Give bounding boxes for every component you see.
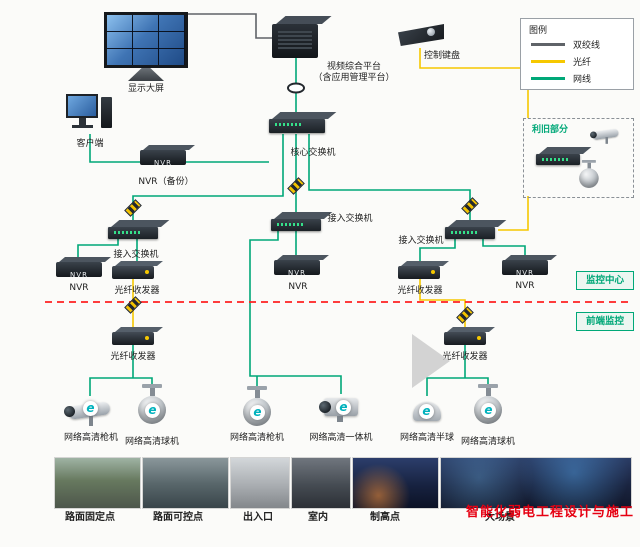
fiber-tap-marker (456, 306, 474, 324)
camera-label-1: 网络高清枪机 (63, 433, 119, 443)
fiber-tap-marker (287, 177, 305, 195)
video-platform-icon (272, 24, 318, 58)
legacy-switch-icon (536, 154, 580, 165)
scene-photo-entrance (231, 458, 289, 508)
platform-label-line1: 视频综合平台 (326, 62, 382, 72)
zone-front-end: 前端监控 (576, 312, 634, 331)
scene-label-5: 制高点 (370, 512, 400, 523)
platform-label-line2: （含应用管理平台） (313, 73, 395, 83)
legend-swatch-fiber (531, 60, 565, 63)
fiber-transceiver-right-icon (398, 266, 440, 279)
zone-monitoring-center: 监控中心 (576, 271, 634, 290)
fiber-tap-marker (461, 197, 479, 215)
legacy-dome-camera-icon (577, 160, 601, 191)
nvr-mid-icon: NVR (274, 260, 320, 277)
video-wall-icon (104, 12, 188, 68)
nvr-backup-label: NVR（备份） (138, 177, 194, 187)
scene-label-1: 路面固定点 (65, 512, 115, 523)
access-switch-right-icon (445, 227, 495, 239)
legend-box: 图例 双绞线 光纤 网线 (520, 18, 634, 90)
front-fiber-transceiver-right-label: 光纤收发器 (442, 352, 488, 362)
legend-item-twisted-pair: 双绞线 (573, 41, 601, 51)
watermark-triangle-logo (412, 334, 450, 388)
legacy-bullet-camera-icon (590, 124, 622, 145)
nvr-mid-label: NVR (288, 282, 308, 292)
fiber-transceiver-right-label: 光纤收发器 (397, 286, 443, 296)
scene-label-6: 大场景 (485, 512, 515, 523)
core-switch-icon (269, 119, 325, 133)
access-switch-left-icon (108, 227, 158, 239)
legacy-reuse-box (523, 118, 634, 198)
brand-e-icon: e (481, 403, 496, 418)
access-switch-right-label: 接入交换机 (398, 236, 444, 246)
scene-photo-road-ptz (143, 458, 228, 508)
camera-halfdome-5: e (410, 396, 444, 426)
legacy-reuse-title: 利旧部分 (532, 125, 569, 135)
scene-photo-wide (441, 458, 631, 508)
legend-item-network: 网线 (573, 75, 592, 85)
brand-e-icon: e (250, 405, 265, 420)
client-tower (101, 97, 112, 128)
access-switch-mid-icon (271, 219, 321, 231)
client-pc-icon (66, 94, 114, 134)
control-keyboard-icon (398, 24, 444, 46)
scene-photo-indoor (292, 458, 350, 508)
camera-bullet-1: e (64, 394, 116, 428)
client-label: 客户端 (76, 139, 104, 149)
fiber-tap-marker (124, 296, 142, 314)
scene-photo-road-fixed (55, 458, 140, 508)
watermark-text: 智能化弱电工程设计与施工 (465, 505, 634, 520)
scene-photo-highpoint (353, 458, 438, 508)
access-switch-mid-label: 接入交换机 (327, 214, 373, 224)
scene-label-2: 路面可控点 (153, 512, 203, 523)
fiber-transceiver-left-label: 光纤收发器 (114, 286, 160, 296)
nvr-right-icon: NVR (502, 260, 548, 277)
brand-e-icon: e (83, 401, 98, 416)
nvr-device-text: NVR (288, 269, 306, 277)
front-fiber-transceiver-right-icon (444, 332, 486, 345)
nvr-left-label: NVR (69, 283, 89, 293)
camera-dome-2: e (135, 384, 169, 428)
legend-item-fiber: 光纤 (573, 58, 592, 68)
cable-coil-icon (287, 82, 305, 94)
fiber-tap-marker (124, 199, 142, 217)
brand-e-icon: e (145, 403, 160, 418)
scene-label-4: 室内 (308, 512, 328, 523)
keyboard-label: 控制键盘 (423, 51, 461, 61)
brand-e-icon: e (336, 400, 351, 415)
video-wall-screen (107, 15, 185, 65)
camera-label-3: 网络高清枪机 (229, 433, 285, 443)
camera-label-6: 网络高清球机 (460, 437, 516, 447)
legend-swatch-twisted-pair (531, 43, 565, 46)
core-switch-label: 核心交换机 (290, 148, 336, 158)
brand-e-icon: e (419, 404, 434, 419)
wire-reuse-raccess (498, 196, 529, 231)
camera-label-4: 网络高清一体机 (309, 433, 373, 443)
legend-swatch-network (531, 77, 565, 80)
access-switch-left-label: 接入交换机 (113, 250, 159, 260)
front-fiber-transceiver-left-icon (112, 332, 154, 345)
display-wall-label: 显示大屏 (127, 84, 165, 94)
nvr-backup-icon: NVR (140, 150, 186, 167)
nvr-device-text: NVR (516, 269, 534, 277)
camera-label-5: 网络高清半球 (399, 433, 455, 443)
nvr-device-text: NVR (70, 271, 88, 279)
nvr-right-label: NVR (515, 281, 535, 291)
fiber-transceiver-left-icon (112, 266, 154, 279)
front-fiber-transceiver-left-label: 光纤收发器 (110, 352, 156, 362)
camera-dome-6: e (471, 384, 505, 428)
camera-dome-3: e (240, 386, 274, 430)
camera-box-4: e (319, 394, 361, 424)
legend-title: 图例 (529, 26, 548, 36)
nvr-device-text: NVR (154, 159, 172, 167)
camera-label-2: 网络高清球机 (124, 437, 180, 447)
nvr-left-icon: NVR (56, 262, 102, 279)
client-monitor (66, 94, 98, 118)
scene-label-3: 出入口 (243, 512, 273, 523)
